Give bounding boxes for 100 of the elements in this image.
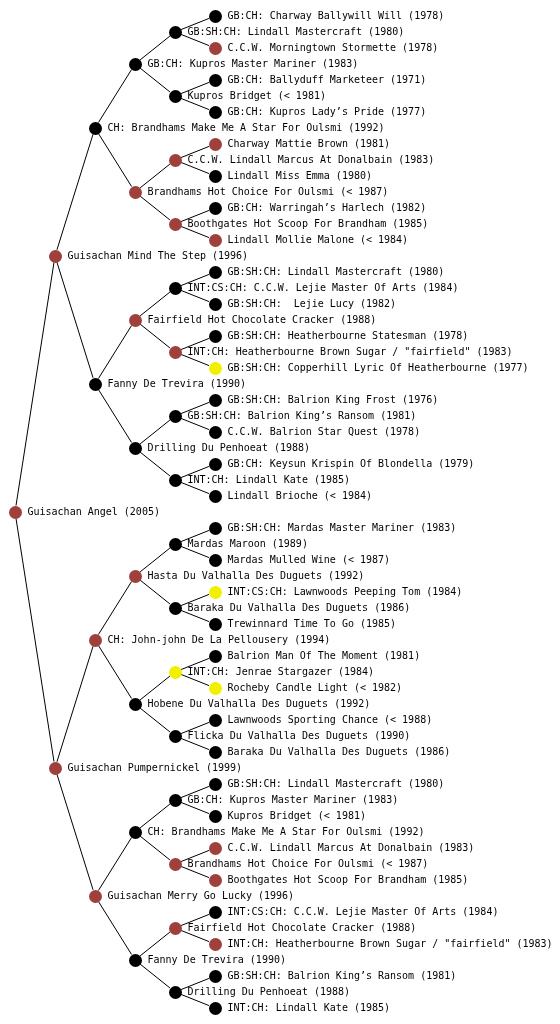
connector-line <box>180 81 210 95</box>
dog-name: C.C.W. Lindall Marcus At Donalbain (1983) <box>227 840 475 855</box>
dog-name: Drilling Du Penhoeat (1988) <box>187 984 351 999</box>
dog-name: GB:SH:CH: Balrion King’s Ransom (1981) <box>187 408 417 423</box>
connector-line <box>180 273 210 287</box>
connector-line <box>139 451 171 477</box>
dog-name: INT:CS:CH: C.C.W. Lejie Master Of Arts (1984) <box>187 280 459 295</box>
connector-line <box>180 801 210 815</box>
dog-name: INT:CS:CH: C.C.W. Lejie Master Of Arts (1984) <box>227 904 499 919</box>
connector-line <box>180 673 210 687</box>
dog-name: Lindall Mollie Malone (< 1984) <box>227 232 409 247</box>
connector-line <box>139 675 171 701</box>
connector-line <box>139 195 171 221</box>
dog-name: Brandhams Hot Choice For Oulsmi (< 1987) <box>147 184 389 199</box>
dog-name: Drilling Du Penhoeat (1988) <box>147 440 311 455</box>
dog-name: Lindall Miss Emma (1980) <box>227 168 372 183</box>
connector-line <box>97 69 133 123</box>
connector-line <box>180 929 210 943</box>
connector-line <box>56 133 94 251</box>
connector-line <box>180 161 210 175</box>
dog-name: GB:CH: Warringah’s Harlech (1982) <box>227 200 427 215</box>
connector-line <box>139 707 171 733</box>
dog-name: Mardas Maroon (1989) <box>187 536 308 551</box>
dog-name: Trewinnard Time To Go (1985) <box>227 616 397 631</box>
dog-name: INT:CS:CH: Lawnwoods Peeping Tom (1984) <box>227 584 463 599</box>
dog-name: Guisachan Angel (2005) <box>27 504 160 519</box>
dog-name: C.C.W. Lindall Marcus At Donalbain (1983) <box>187 152 435 167</box>
dog-name: Fanny De Trevira (1990) <box>107 376 246 391</box>
connector-line <box>97 581 133 635</box>
connector-line <box>139 835 171 861</box>
connector-line <box>139 803 171 829</box>
dog-name: GB:CH: Charway Ballywill Will (1978) <box>227 8 445 23</box>
connector-line <box>180 913 210 927</box>
dog-name: GB:SH:CH: Lindall Mastercraft (1980) <box>187 24 405 39</box>
dog-name: Flicka Du Valhalla Des Duguets (1990) <box>187 728 411 743</box>
connector-line <box>180 17 210 31</box>
connector-line <box>139 163 171 189</box>
connector-line <box>139 963 171 989</box>
dog-name: INT:CH: Jenrae Stargazer (1984) <box>187 664 375 679</box>
dog-name: Boothgates Hot Scoop For Brandham (1985) <box>227 872 469 887</box>
dog-name: INT:CH: Heatherbourne Brown Sugar / "fairfield" (1983) <box>187 344 513 359</box>
dog-name: C.C.W. Morningtown Stormette (1978) <box>227 40 439 55</box>
dog-name: GB:CH: Kupros Master Mariner (1983) <box>147 56 359 71</box>
dog-name: GB:SH:CH: Mardas Master Mariner (1983) <box>227 520 457 535</box>
connector-line <box>180 977 210 991</box>
connector-line <box>139 579 171 605</box>
dog-name: Baraka Du Valhalla Des Duguets (1986) <box>227 744 451 759</box>
connector-line <box>139 35 171 61</box>
dog-name: GB:SH:CH: Balrion King’s Ransom (1981) <box>227 968 457 983</box>
connector-line <box>97 645 133 699</box>
dog-name: Hasta Du Valhalla Des Duguets (1992) <box>147 568 365 583</box>
connector-line <box>180 465 210 479</box>
connector-line <box>180 337 210 351</box>
dog-name: Brandhams Hot Choice For Oulsmi (< 1987) <box>187 856 429 871</box>
connector-line <box>97 325 133 379</box>
connector-line <box>180 33 210 47</box>
dog-name: Fairfield Hot Chocolate Cracker (1988) <box>147 312 377 327</box>
dog-name: Baraka Du Valhalla Des Duguets (1986) <box>187 600 411 615</box>
connector-line <box>180 209 210 223</box>
dog-name: GB:SH:CH: Lindall Mastercraft (1980) <box>227 264 445 279</box>
connector-line <box>56 773 94 891</box>
connector-line <box>15 261 55 507</box>
dog-name: Kupros Bridget (< 1981) <box>227 808 366 823</box>
dog-name: Boothgates Hot Scoop For Brandham (1985) <box>187 216 429 231</box>
dog-name: GB:CH: Ballyduff Marketeer (1971) <box>227 72 427 87</box>
connector-line <box>139 67 171 93</box>
connector-line <box>97 901 133 955</box>
dog-name: CH: Brandhams Make Me A Star For Oulsmi (1992) <box>147 824 425 839</box>
connector-line <box>56 261 94 379</box>
dog-name: Hobene Du Valhalla Des Duguets (1992) <box>147 696 371 711</box>
connector-line <box>180 865 210 879</box>
connector-line <box>139 419 171 445</box>
dog-name: Balrion Man Of The Moment (1981) <box>227 648 421 663</box>
connector-line <box>180 849 210 863</box>
dog-name: GB:SH:CH: Lejie Lucy (1982) <box>227 296 397 311</box>
dog-name: Guisachan Pumpernickel (1999) <box>67 760 243 775</box>
dog-name: GB:SH:CH: Balrion King Frost (1976) <box>227 392 439 407</box>
dog-name: Kupros Bridget (< 1981) <box>187 88 326 103</box>
connector-line <box>97 837 133 891</box>
connector-line <box>97 389 133 443</box>
connector-line <box>180 289 210 303</box>
connector-line <box>139 547 171 573</box>
dog-name: Mardas Mulled Wine (< 1987) <box>227 552 391 567</box>
dog-name: Guisachan Mind The Step (1996) <box>67 248 249 263</box>
dog-name: CH: John-john De La Pellousery (1994) <box>107 632 331 647</box>
connector-line <box>180 97 210 111</box>
connector-line <box>139 323 171 349</box>
connector-line <box>15 517 55 763</box>
connector-line <box>180 225 210 239</box>
dog-name: C.C.W. Balrion Star Quest (1978) <box>227 424 421 439</box>
dog-name: GB:SH:CH: Copperhill Lyric Of Heatherbourne (1977) <box>227 360 529 375</box>
connector-line <box>139 931 171 957</box>
connector-line <box>180 737 210 751</box>
dog-name: Charway Mattie Brown (1981) <box>227 136 391 151</box>
connector-line <box>180 785 210 799</box>
dog-name: INT:CH: Lindall Kate (1985) <box>227 1000 391 1015</box>
dog-name: GB:CH: Kupros Master Mariner (1983) <box>187 792 399 807</box>
connector-line <box>180 545 210 559</box>
dog-name: GB:CH: Keysun Krispin Of Blondella (1979) <box>227 456 475 471</box>
connector-line <box>180 721 210 735</box>
